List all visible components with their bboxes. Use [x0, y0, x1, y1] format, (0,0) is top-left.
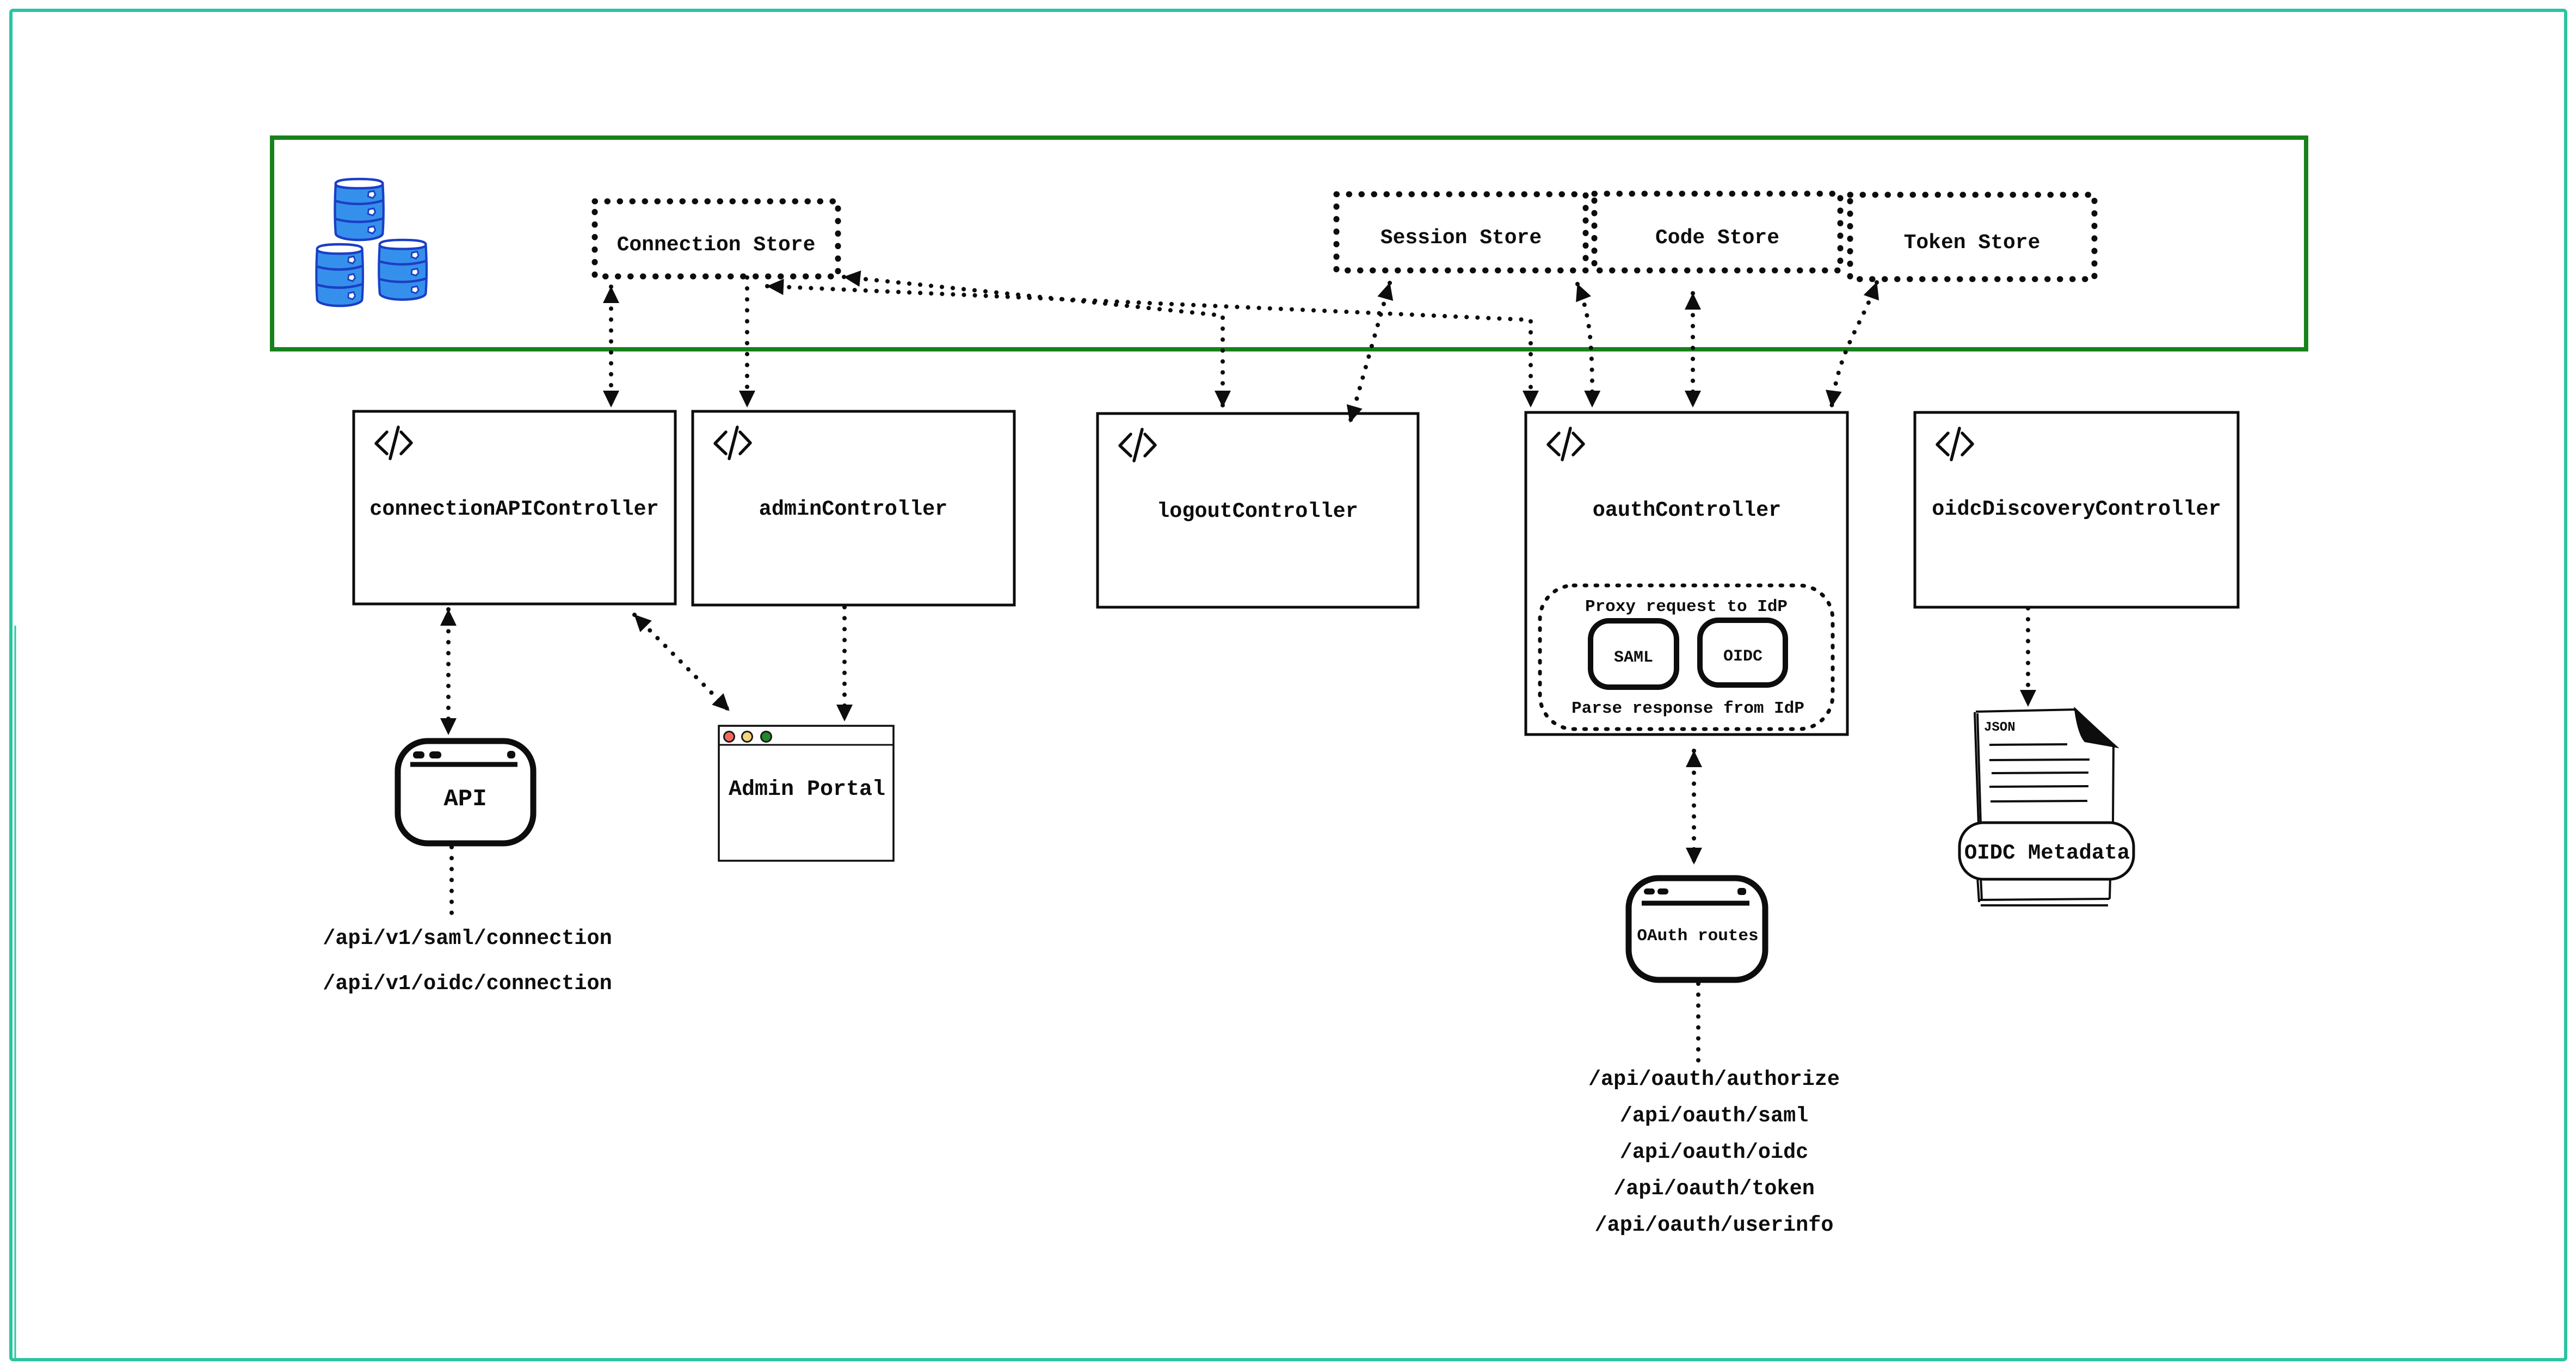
svg-text:API: API	[443, 786, 486, 813]
svg-text:Token Store: Token Store	[1904, 231, 2041, 255]
svg-text:/api/v1/oidc/connection: /api/v1/oidc/connection	[323, 972, 612, 996]
svg-text:/api/oauth/userinfo: /api/oauth/userinfo	[1595, 1213, 1834, 1237]
svg-text:/api/oauth/authorize: /api/oauth/authorize	[1588, 1067, 1840, 1091]
svg-text:connectionAPIController: connectionAPIController	[369, 497, 658, 521]
svg-text:JSON: JSON	[1984, 720, 2016, 735]
svg-text:OAuth routes: OAuth routes	[1637, 927, 1758, 946]
svg-text:SAML: SAML	[1614, 649, 1653, 667]
svg-text:Code Store: Code Store	[1655, 226, 1779, 250]
svg-text:/api/oauth/oidc: /api/oauth/oidc	[1620, 1140, 1809, 1164]
svg-text:logoutController: logoutController	[1157, 499, 1358, 523]
svg-text:OIDC: OIDC	[1723, 647, 1762, 666]
svg-text:OIDC Metadata: OIDC Metadata	[1964, 841, 2130, 865]
svg-text:/api/oauth/saml: /api/oauth/saml	[1620, 1104, 1809, 1128]
svg-text:adminController: adminController	[759, 497, 948, 521]
svg-text:oidcDiscoveryController: oidcDiscoveryController	[1932, 497, 2221, 521]
svg-text:Parse response from IdP: Parse response from IdP	[1572, 699, 1804, 718]
svg-text:oauthController: oauthController	[1593, 498, 1782, 522]
svg-text:Admin Portal: Admin Portal	[729, 777, 885, 802]
svg-text:Connection Store: Connection Store	[617, 233, 816, 257]
svg-text:/api/v1/saml/connection: /api/v1/saml/connection	[323, 927, 612, 951]
svg-text:/api/oauth/token: /api/oauth/token	[1613, 1177, 1815, 1201]
svg-text:Proxy request to IdP: Proxy request to IdP	[1585, 597, 1788, 616]
svg-text:Session Store: Session Store	[1381, 226, 1542, 250]
